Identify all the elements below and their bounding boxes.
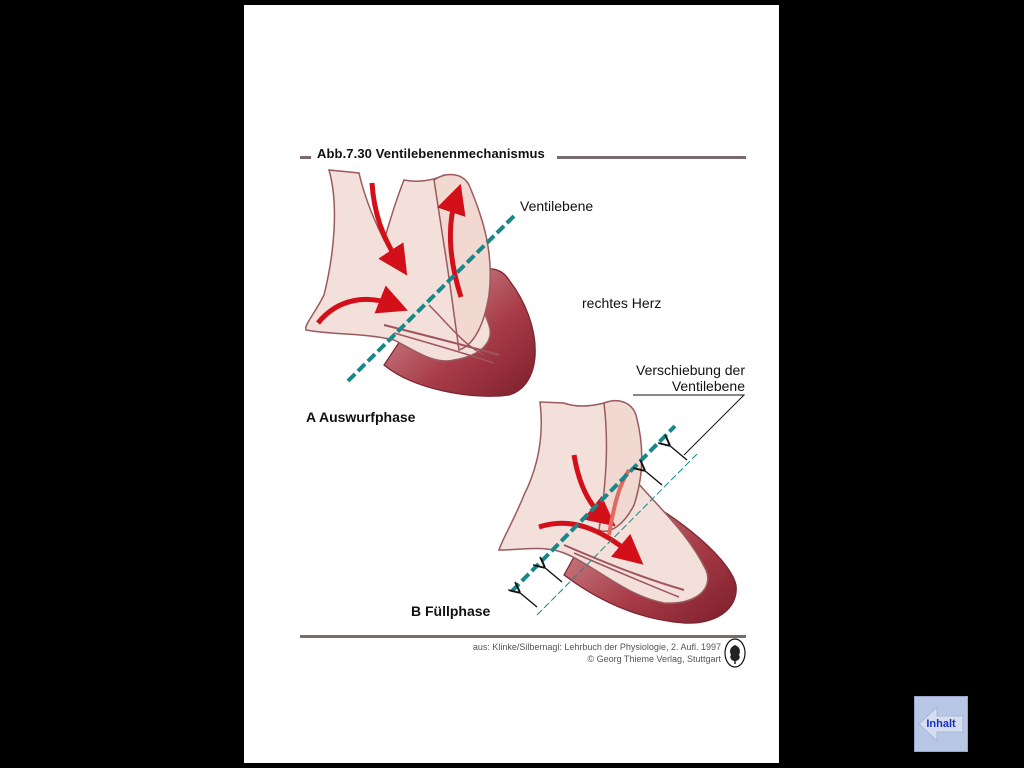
- phase-a-label: A Auswurfphase: [306, 409, 416, 425]
- inhalt-label: Inhalt: [926, 718, 956, 730]
- figure-title: Abb.7.30 Ventilebenenmechanismus: [317, 146, 545, 161]
- bottom-rule: [300, 635, 746, 638]
- verschiebung-label-line1: Verschiebung der: [636, 362, 745, 378]
- verschiebung-label-line2: Ventilebene: [671, 378, 745, 394]
- title-rule-left: [300, 156, 311, 159]
- verschiebung-label: Verschiebung der Ventilebene: [585, 362, 745, 394]
- citation: aus: Klinke/Silbernagl: Lehrbuch der Phy…: [473, 641, 721, 665]
- citation-line2: © Georg Thieme Verlag, Stuttgart: [587, 654, 721, 664]
- slide-page: Abb.7.30 Ventilebenenmechanismus: [244, 5, 779, 763]
- heart-diagram: [305, 169, 746, 668]
- citation-line1: aus: Klinke/Silbernagl: Lehrbuch der Phy…: [472, 642, 721, 652]
- back-arrow-icon: [918, 705, 964, 743]
- thieme-logo: [724, 638, 746, 668]
- heart-b-illustration: [497, 394, 746, 624]
- inhalt-button[interactable]: Inhalt: [914, 696, 968, 752]
- rechtes-herz-label: rechtes Herz: [582, 295, 662, 311]
- ventilebene-label: Ventilebene: [520, 198, 594, 214]
- phase-b-label: B Füllphase: [411, 603, 491, 619]
- title-rule-right: [557, 156, 746, 159]
- heart-a-illustration: [305, 169, 536, 397]
